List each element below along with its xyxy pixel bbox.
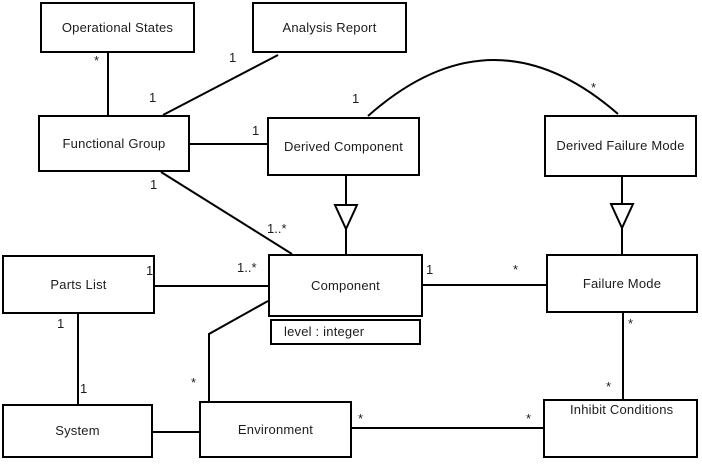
multiplicity-label: 1 — [352, 91, 360, 106]
class-component-attribute: level : integer — [270, 319, 421, 345]
multiplicity-label: * — [358, 411, 364, 426]
generalization-triangle-icon — [333, 204, 359, 232]
multiplicity-label: 1 — [146, 263, 154, 278]
edge-derivedcomponent-derivedfailuremode-arc — [367, 59, 619, 117]
class-component-name: Component — [268, 254, 423, 317]
class-analysis-report: Analysis Report — [252, 2, 407, 53]
multiplicity-label: * — [513, 262, 519, 277]
multiplicity-label: 1 — [80, 381, 88, 396]
multiplicity-label: 1 — [57, 316, 65, 331]
multiplicity-label: * — [526, 411, 532, 426]
multiplicity-label: * — [94, 53, 100, 68]
class-parts-list: Parts List — [2, 255, 155, 314]
multiplicity-label: 1 — [229, 50, 237, 65]
class-operational-states: Operational States — [40, 2, 195, 53]
multiplicity-label: 1..* — [267, 221, 287, 236]
class-inhibit-conditions: Inhibit Conditions — [543, 399, 698, 458]
class-derived-component: Derived Component — [267, 117, 420, 176]
multiplicity-label: 1 — [252, 123, 260, 138]
multiplicity-label: 1..* — [237, 260, 257, 275]
class-functional-group: Functional Group — [38, 115, 190, 172]
multiplicity-label: 1 — [149, 90, 157, 105]
generalization-triangle-icon — [609, 203, 635, 231]
multiplicity-label: * — [591, 80, 597, 95]
multiplicity-label: 1 — [426, 262, 434, 277]
multiplicity-label: * — [628, 316, 634, 331]
multiplicity-label: 1 — [150, 177, 158, 192]
class-derived-failure-mode: Derived Failure Mode — [544, 115, 697, 177]
edge-component-environment — [208, 300, 269, 401]
class-failure-mode: Failure Mode — [546, 254, 698, 313]
multiplicity-label: * — [191, 375, 197, 390]
class-system: System — [2, 404, 153, 458]
class-environment: Environment — [199, 401, 352, 458]
multiplicity-label: * — [606, 379, 612, 394]
edge-functionalgroup-component — [160, 171, 293, 255]
edge-analysisreport-functionalgroup — [162, 54, 279, 116]
